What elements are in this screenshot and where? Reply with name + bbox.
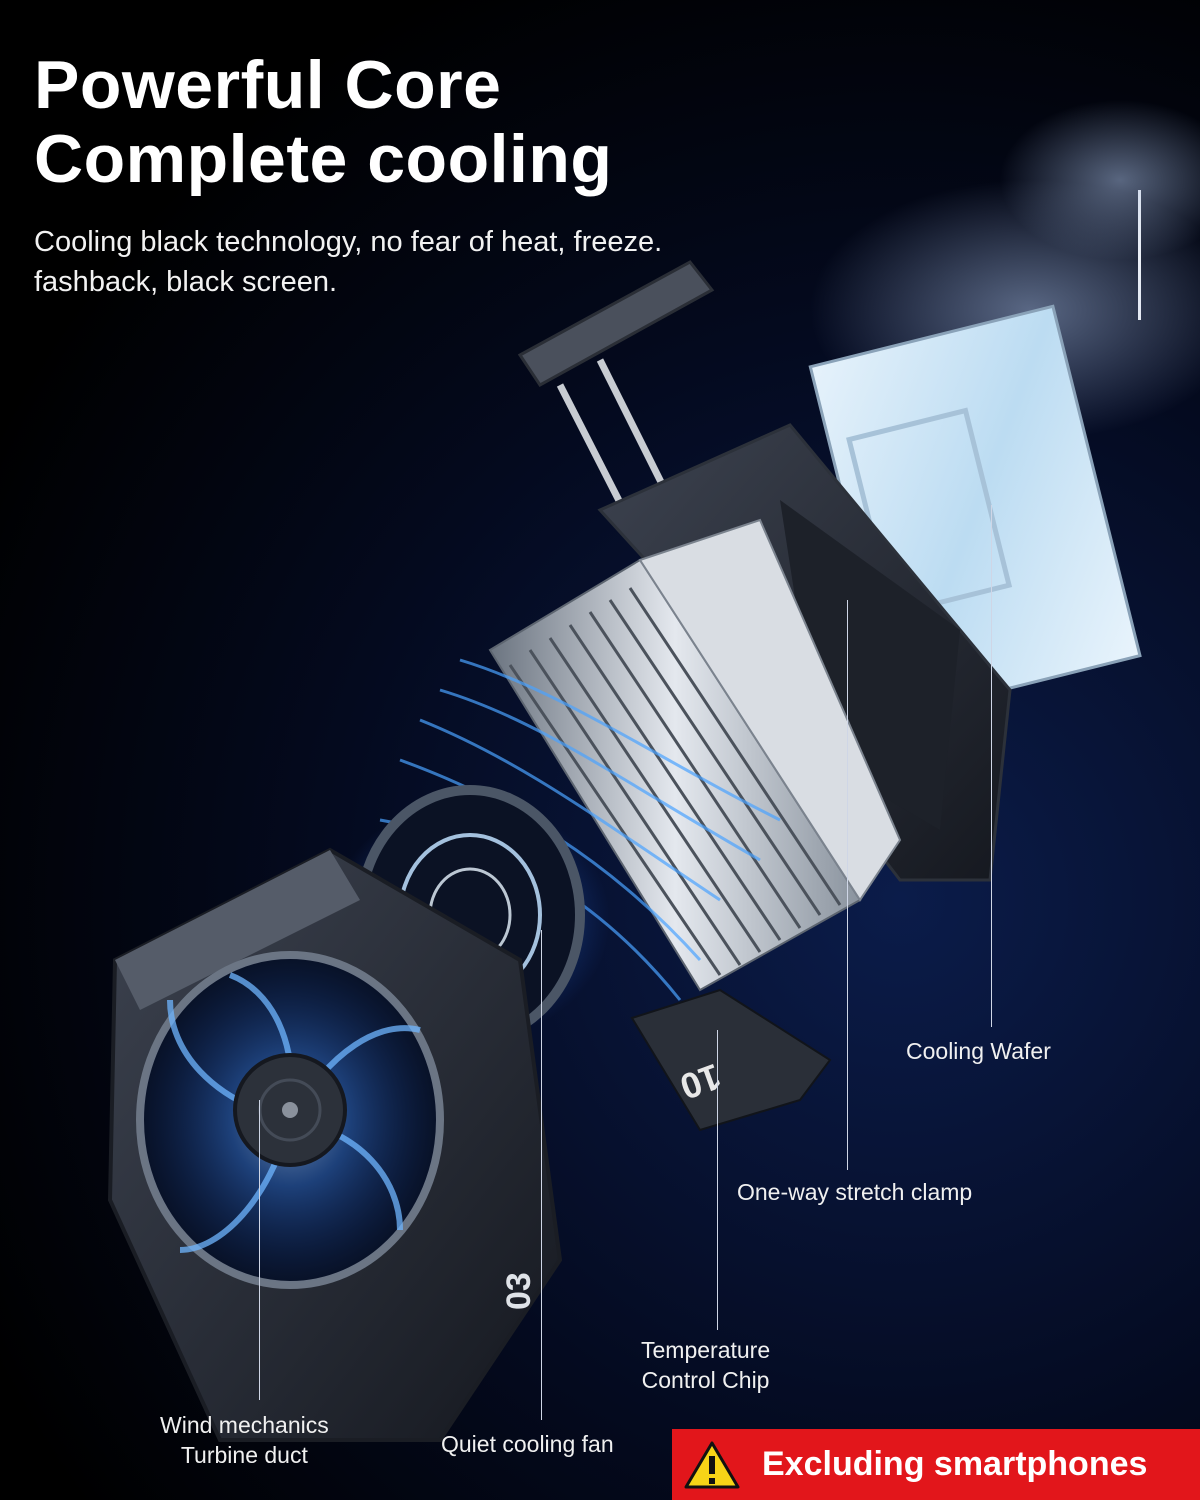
label-turbine-line-1: Wind mechanics [160, 1412, 329, 1438]
exclusion-notice: Excluding smartphones [672, 1429, 1200, 1500]
subtitle-line-2: fashback, black screen. [34, 266, 338, 298]
subtitle-line-1: Cooling black technology, no fear of hea… [34, 226, 663, 258]
leader-turbine-duct [259, 1100, 260, 1400]
headline: Powerful Core Complete cooling [34, 48, 612, 196]
leader-cooling-wafer [991, 505, 992, 1027]
warning-triangle-icon [684, 1441, 740, 1488]
leader-quiet-fan [541, 930, 542, 1420]
heat-sink [488, 518, 902, 992]
label-temp-chip: Temperature Control Chip [641, 1335, 770, 1395]
exclusion-notice-text: Excluding smartphones [762, 1445, 1148, 1483]
label-turbine-line-2: Turbine duct [180, 1442, 308, 1468]
subtitle: Cooling black technology, no fear of hea… [34, 222, 662, 302]
leader-stretch-clamp [847, 600, 848, 1170]
label-temp-chip-line-1: Temperature [641, 1337, 771, 1363]
label-stretch-clamp: One-way stretch clamp [737, 1179, 973, 1205]
label-quiet-fan: Quiet cooling fan [441, 1431, 614, 1457]
mist-cloud-small [1000, 100, 1200, 260]
leader-temp-chip [717, 1030, 718, 1330]
turbine-duct: 03 [107, 847, 563, 1442]
label-turbine-duct: Wind mechanics Turbine duct [160, 1410, 329, 1470]
label-cooling-wafer: Cooling Wafer [906, 1038, 1051, 1064]
fan-digits: 03 [500, 1272, 538, 1310]
temperature-chip: 10 [630, 988, 832, 1132]
label-temp-chip-line-2: Control Chip [641, 1367, 770, 1393]
headline-line-1: Powerful Core [34, 47, 502, 123]
headline-line-2: Complete cooling [34, 121, 613, 197]
